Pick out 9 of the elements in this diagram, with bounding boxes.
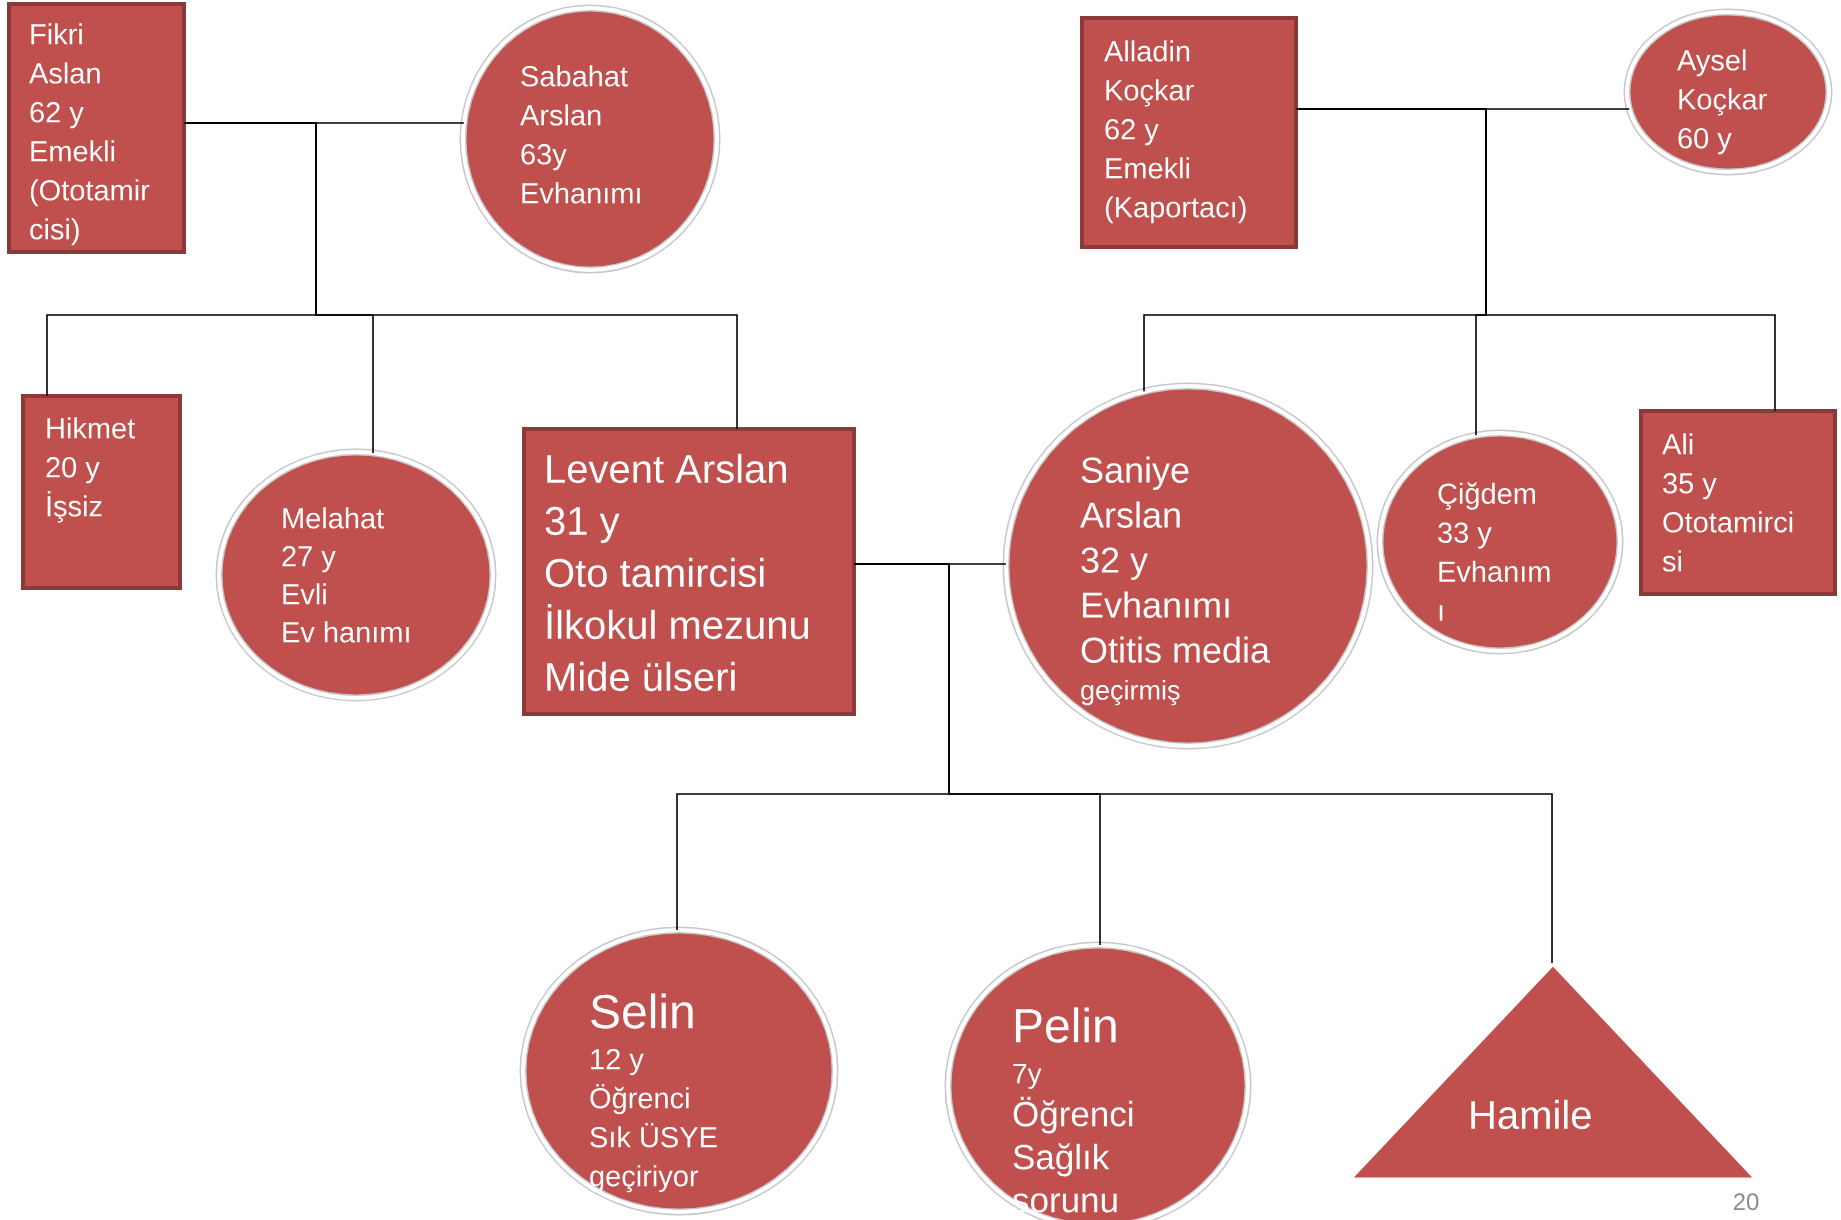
person-box: Levent Arslan 31 y Oto tamircisi İlkokul mezunu Mide ülseri — [522, 427, 856, 716]
descent-line — [1295, 108, 1776, 412]
descent-line — [183, 122, 738, 430]
person-box: Alladin Koçkar 62 y Emekli (Kaportacı) — [1080, 16, 1298, 249]
person-box: Ali 35 y Ototamirci si — [1639, 409, 1837, 596]
pregnancy-triangle: Hamile — [1348, 963, 1758, 1180]
person-box: Hikmet 20 y İşsiz — [21, 394, 182, 590]
person-box: Fikri Aslan 62 y Emekli (Ototamir cisi) — [7, 2, 186, 254]
descent-line — [853, 563, 1553, 964]
